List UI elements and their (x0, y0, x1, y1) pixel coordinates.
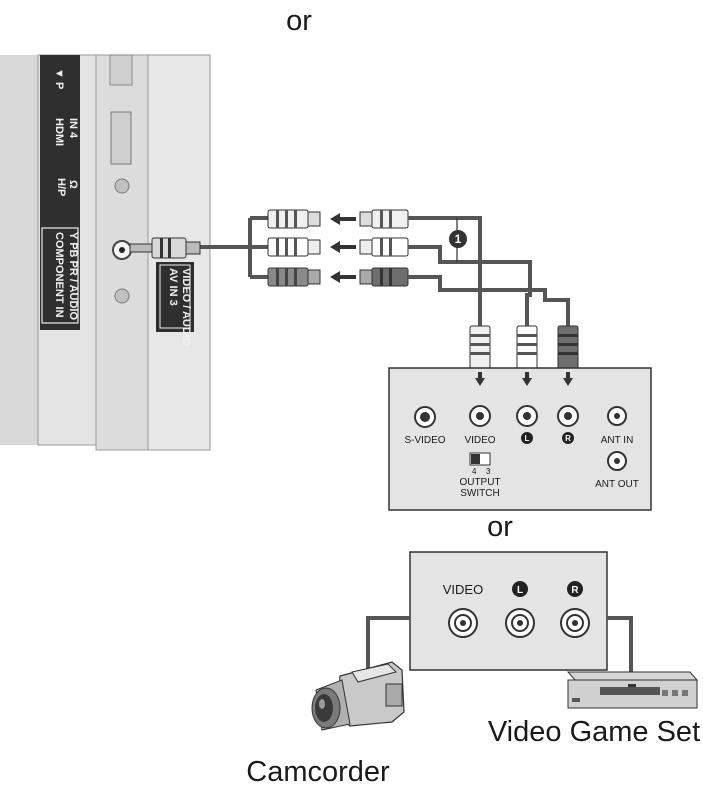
headphone-icon: Ω (67, 180, 79, 189)
game-console-icon (566, 671, 699, 709)
top-or-text: or (286, 5, 312, 37)
left-plug-middle (267, 237, 321, 257)
ant-out-label: ANT OUT (595, 479, 639, 490)
vcr-right-label: R (565, 434, 571, 443)
switch-num-right: 3 (486, 467, 491, 476)
component-label-1: COMPONENT IN (53, 232, 65, 318)
headphone-jack (114, 178, 130, 194)
step-1-number: 1 (455, 232, 462, 246)
right-plug-bottom (359, 267, 409, 287)
switch-num-left: 4 (472, 467, 477, 476)
hp-label: H/P (55, 178, 67, 196)
arrow-down-right (563, 372, 573, 386)
svideo-label: S-VIDEO (404, 435, 445, 446)
arrow-left-middle (330, 241, 356, 253)
switch-label-2: SWITCH (460, 488, 499, 499)
left-plug-bottom (267, 267, 321, 287)
av-box-video-label: VIDEO (443, 582, 483, 597)
ant-in-label: ANT IN (601, 435, 634, 446)
tv-rca-plug (129, 237, 201, 259)
arrow-left-top (330, 213, 356, 225)
vcr-video-label: VIDEO (464, 435, 495, 446)
tv-label-strip (40, 55, 80, 330)
av-in-label-1: AV IN 3 (167, 268, 179, 306)
component-label-2: Y PB PR / AUDIO (67, 232, 79, 320)
right-plug-top (359, 209, 409, 229)
game-label: Video Game Set (488, 716, 700, 748)
av-in-label-2: VIDEO / AUDIO (180, 268, 192, 347)
tv-cable (200, 216, 268, 279)
camcorder-label: Camcorder (246, 756, 390, 787)
right-plug-middle (359, 237, 409, 257)
av-box-right-label: R (571, 585, 579, 596)
av-box-left-label: L (517, 585, 523, 596)
step-1-marker (449, 230, 467, 248)
vcr-left-label: L (525, 434, 530, 443)
middle-or-text: or (487, 511, 513, 543)
tv-side-panel: ▼ P HDMI IN 4 H/P Ω COMPONENT IN Y PB PR… (0, 54, 211, 451)
left-plug-top (267, 209, 321, 229)
tv-top-mark: ▼ P (53, 68, 65, 89)
hdmi-label-2: IN 4 (67, 118, 79, 139)
connect-arrows (330, 213, 356, 283)
vcr-cables (408, 216, 570, 326)
camcorder-icon (311, 661, 405, 731)
arrow-down-video (475, 372, 485, 386)
av-output-box: VIDEO L R (409, 551, 608, 671)
switch-label-1: OUTPUT (459, 477, 500, 488)
hdmi-label-1: HDMI (53, 118, 65, 146)
vcr-back-panel: S-VIDEO VIDEO L R ANT IN ANT OUT 4 3 OUT… (388, 367, 652, 511)
arrow-left-bottom (330, 271, 356, 283)
hdmi-port (110, 111, 132, 165)
device-cables (366, 616, 633, 680)
arrow-down-left (522, 372, 532, 386)
